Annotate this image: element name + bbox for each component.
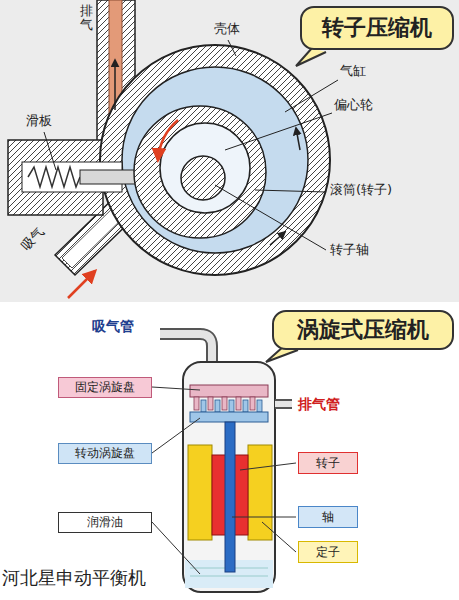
- leader-lines: [152, 387, 296, 574]
- stator: [248, 445, 272, 540]
- shaft: [225, 422, 235, 572]
- part-label: 偏心轮: [334, 98, 373, 113]
- roller: [134, 106, 266, 238]
- rotation-arrow: [158, 120, 178, 160]
- discharge-tube: [275, 399, 292, 409]
- cylinder: [122, 67, 308, 253]
- watermark: 河北星申动平衡机: [2, 568, 146, 589]
- title-text: 转子压缩机: [322, 13, 432, 43]
- part-label: 转子: [316, 455, 340, 472]
- flow-arrow: [270, 232, 285, 245]
- port-label: 排气管: [298, 396, 340, 412]
- flow-arrow: [114, 60, 116, 110]
- part-label: 轴: [322, 509, 334, 526]
- discharge-tube: [275, 401, 292, 407]
- part-label-box: 润滑油: [58, 512, 152, 533]
- part-label-box: 定子: [298, 541, 358, 563]
- part-label: 转子轴: [330, 243, 369, 258]
- port-label: 吸气管: [92, 318, 134, 334]
- suction-arrow: [68, 271, 95, 298]
- shell: [100, 45, 330, 275]
- part-label: 定子: [316, 544, 340, 561]
- part-label: 润滑油: [87, 514, 123, 531]
- part-label-box: 转子: [298, 452, 358, 474]
- top-panel: [0, 0, 459, 302]
- title-bubble: 转子压缩机: [300, 6, 454, 50]
- orbiting-scroll-wraps: [201, 400, 262, 412]
- eccentric: [160, 123, 250, 213]
- part-label-box: 转动涡旋盘: [58, 443, 152, 464]
- fixed-scroll: [190, 385, 268, 397]
- title-bubble: 涡旋式压缩机: [272, 310, 454, 350]
- part-label: 气缸: [340, 64, 366, 79]
- vane: [80, 170, 137, 184]
- part-label-box: 轴: [298, 506, 358, 528]
- bottom-panel: [0, 302, 459, 600]
- part-label-box: 固定涡旋盘: [58, 377, 152, 398]
- bubble-tail: [296, 48, 326, 66]
- stator: [188, 445, 212, 540]
- part-label: 滚筒(转子): [330, 183, 392, 198]
- part-label: 滑板: [26, 114, 52, 129]
- part-label: 固定涡旋盘: [75, 379, 135, 396]
- part-label: 转动涡旋盘: [75, 445, 135, 462]
- shell: [183, 362, 275, 592]
- leader-lines: [44, 40, 338, 250]
- flow-arrow: [296, 128, 300, 150]
- part-label: 壳体: [214, 22, 240, 37]
- shaft: [181, 156, 225, 200]
- port-label: 排气: [80, 4, 93, 33]
- orbiting-scroll: [190, 412, 268, 422]
- title-text: 涡旋式压缩机: [297, 315, 429, 345]
- spring: [28, 167, 80, 187]
